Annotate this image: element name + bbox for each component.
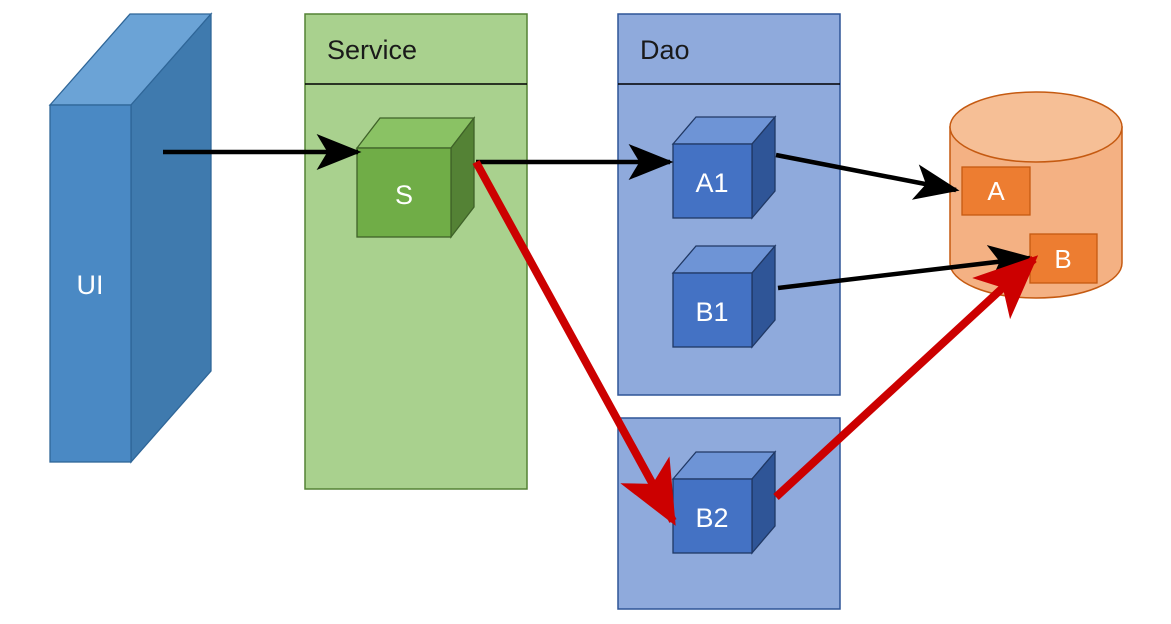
database-cylinder-top: [949, 91, 1123, 163]
connector-b2-to-b: [773, 255, 1039, 500]
connector-b2-to-b-line: [773, 255, 1039, 500]
cube-a1-front-face: [672, 143, 753, 219]
cube-b1-label: B1: [695, 297, 728, 327]
cube-b2-label: B2: [695, 503, 728, 533]
database-table-b[interactable]: B: [1029, 233, 1098, 284]
service-panel[interactable]: Service: [304, 13, 528, 490]
cube-b1[interactable]: B1: [671, 244, 777, 349]
database-table-a-label: A: [987, 176, 1005, 206]
database-table-a-box[interactable]: [961, 166, 1031, 216]
cube-a1[interactable]: A1: [671, 115, 777, 220]
cube-b1-front-face: [672, 272, 753, 348]
cube-s-label: S: [395, 180, 413, 210]
connector-a1-to-a-line: [775, 152, 960, 200]
database-table-b-label: B: [1054, 244, 1071, 274]
cube-s[interactable]: S: [355, 116, 476, 239]
database-table-a[interactable]: A: [961, 166, 1031, 216]
service-panel-body[interactable]: [304, 13, 528, 490]
service-panel-title: Service: [327, 35, 417, 65]
connector-s-to-b2-line: [472, 160, 677, 526]
database-table-b-box[interactable]: [1029, 233, 1098, 284]
cube-s-front-face: [356, 147, 452, 238]
ui-slab-label: UI: [77, 270, 104, 300]
dao-panel-title: Dao: [640, 35, 690, 65]
ui-slab[interactable]: UI: [48, 12, 213, 464]
ui-slab-front-face: [49, 104, 132, 463]
cube-a1-label: A1: [695, 168, 728, 198]
connector-s-to-b2: [472, 160, 677, 526]
cube-b2[interactable]: B2: [671, 450, 777, 555]
database-cylinder[interactable]: A B: [949, 91, 1123, 299]
connector-a1-to-a: [775, 152, 960, 200]
